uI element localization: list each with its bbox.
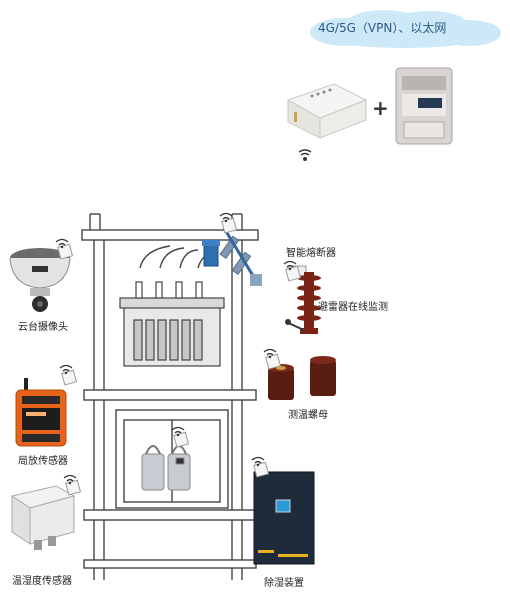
plus-sign: + (372, 96, 389, 120)
humidity-device (10, 484, 76, 552)
network-label: 4G/5G（VPN）、以太网 (318, 21, 447, 35)
dehumidifier-device (252, 470, 316, 566)
partial-discharge-device (14, 378, 68, 448)
network-cloud: 4G/5G（VPN）、以太网 (304, 8, 504, 50)
label-camera: 云台摄像头 (18, 322, 68, 333)
temp-nut-device (262, 354, 342, 402)
label-humidity: 温湿度传感器 (12, 576, 72, 587)
camera-device (6, 244, 76, 312)
label-partial: 局放传感器 (18, 456, 68, 467)
gateway-wifi-icon (297, 148, 313, 162)
label-arrester: 避雷器在线监测 (318, 302, 388, 313)
transformer (119, 281, 225, 367)
label-temp: 测温螺母 (288, 410, 328, 421)
fuse-device (198, 222, 272, 296)
meter-device (394, 66, 454, 146)
label-fuse: 智能熔断器 (286, 248, 336, 259)
pole-structure (80, 210, 260, 584)
label-dehumid: 除湿装置 (264, 578, 304, 589)
gateway-device (282, 78, 368, 140)
